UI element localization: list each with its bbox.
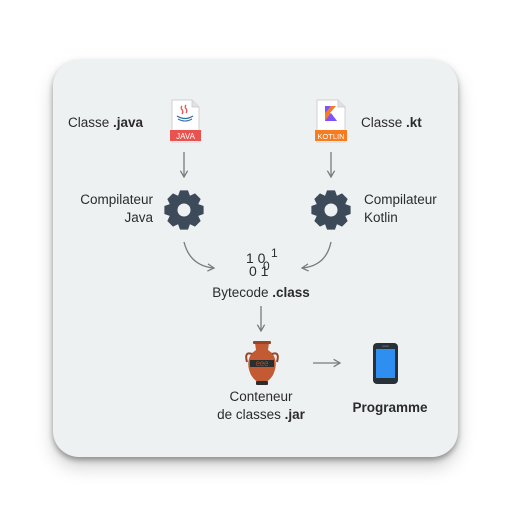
bytecode-label: Bytecode .class [212,285,310,300]
smartphone-icon [373,343,398,384]
svg-text:1 0: 1 0 [246,250,266,266]
diagram-card [53,60,458,457]
java-badge-text: JAVA [176,132,195,141]
java-file-icon: JAVA [170,99,201,143]
gear-icon [164,190,204,230]
jar-label: Conteneur de classes .jar [217,389,305,422]
gear-icon [311,190,351,230]
bytecode-bits-icon: 1 0 1 0 1 0 [246,246,278,279]
arrow-kotlin-compiler-to-bytecode [300,241,332,272]
program-label: Programme [352,400,428,415]
svg-text:0 1: 0 1 [249,263,269,279]
svg-text:ᘓᘓᘓ: ᘓᘓᘓ [256,361,269,368]
kotlin-file-icon: KOTLIN [315,99,347,143]
arrow-java-compiler-to-bytecode [183,241,216,272]
java-compiler-label: Compilateur Java [80,192,153,225]
svg-text:1: 1 [271,246,278,260]
java-class-label: Classe .java [68,115,144,130]
amphora-icon: ᘓᘓᘓ [245,341,279,385]
kotlin-compiler-label: Compilateur Kotlin [364,192,437,225]
svg-text:0: 0 [263,259,270,273]
kotlin-badge-text: KOTLIN [317,132,344,141]
kotlin-class-label: Classe .kt [361,115,422,130]
